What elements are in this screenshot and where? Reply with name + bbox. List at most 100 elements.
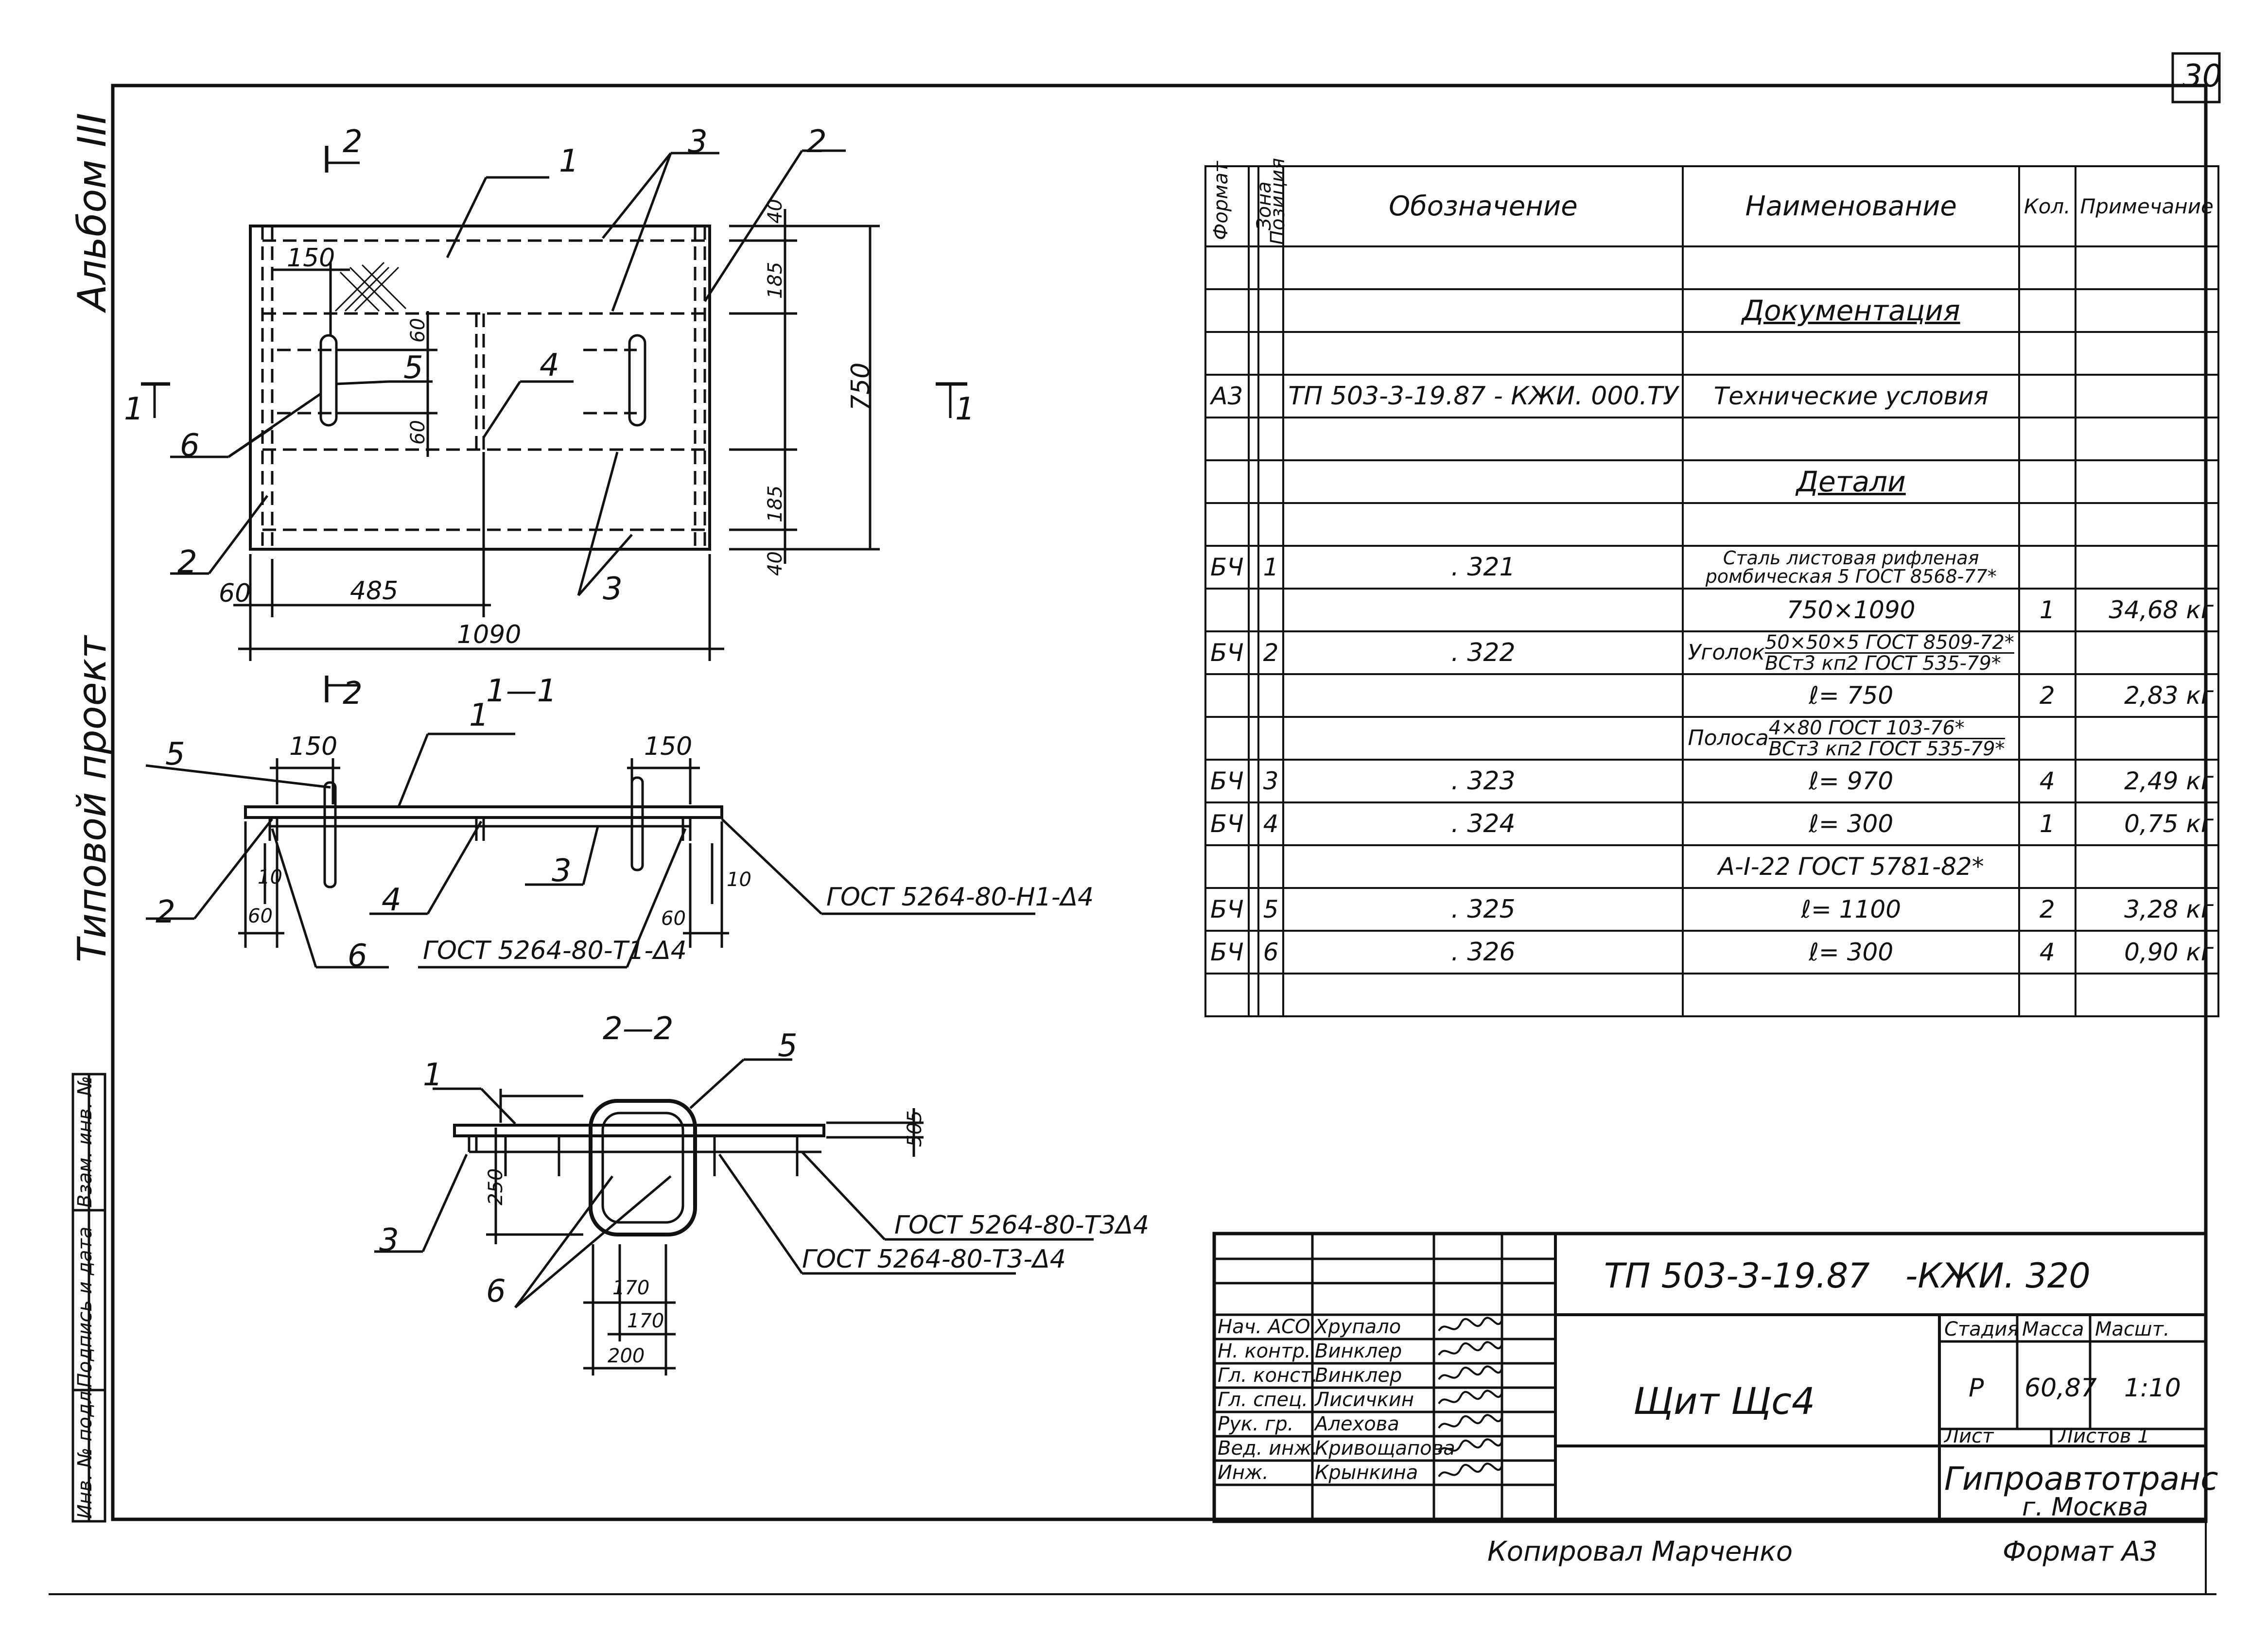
spec-cell-zone — [1247, 844, 1259, 889]
spec-row — [1204, 245, 2219, 290]
signer-role: Рук. гр. — [1218, 1413, 1294, 1435]
signer-role: Вед. инж. — [1218, 1437, 1318, 1460]
spec-cell-qty — [2018, 245, 2076, 290]
typical-project-label: Типовой проект — [70, 636, 115, 962]
plan-position-3-top: 3 — [688, 124, 708, 160]
signature-scribble — [1438, 1317, 1503, 1332]
s22-dim-250: 250 — [485, 1168, 507, 1205]
spec-cell-designation: . 322 — [1282, 630, 1684, 675]
spec-cell-format — [1204, 245, 1250, 290]
spec-cell-zone — [1247, 545, 1259, 590]
spec-cell-name — [1682, 502, 2020, 547]
plan-dim-750: 750 — [846, 362, 875, 411]
section-marker-1-left: 1 — [124, 391, 144, 427]
spec-cell-note: 0,75 кг — [2074, 801, 2219, 846]
spec-cell-qty — [2018, 417, 2076, 461]
scale-value: 1:10 — [2124, 1374, 2181, 1403]
spec-row — [1204, 331, 2219, 376]
spec-cell-name: ℓ= 750 — [1682, 673, 2020, 718]
s22-dim-170-b: 170 — [627, 1310, 664, 1332]
spec-cell-qty — [2018, 716, 2076, 761]
signer-name: Хрупало — [1315, 1316, 1401, 1338]
spec-name-prefix: Уголок — [1688, 640, 1765, 665]
spec-cell-note — [2074, 288, 2219, 333]
spec-cell-name — [1682, 973, 2020, 1017]
signer-role: Гл. конст. — [1218, 1364, 1318, 1387]
plan-position-1: 1 — [559, 143, 579, 179]
s22-dim-170-a: 170 — [612, 1277, 650, 1299]
spec-cell-name: Детали — [1682, 459, 2020, 504]
spec-cell-designation — [1282, 673, 1684, 718]
spec-cell-designation — [1282, 716, 1684, 761]
side-vzam-inv: Взам. инв. № — [74, 1076, 96, 1208]
spec-cell-qty — [2018, 973, 2076, 1017]
spec-cell-format — [1204, 588, 1250, 632]
spec-cell-format — [1204, 331, 1250, 376]
spec-cell-position — [1257, 288, 1285, 333]
spec-cell-note: 2,49 кг — [2074, 759, 2219, 803]
spec-cell-zone — [1247, 288, 1259, 333]
spec-header-designation: Обозначение — [1282, 165, 1684, 247]
plan-position-2-bottom: 2 — [177, 544, 197, 580]
s22-weld-t3-a: ГОСТ 5264-80-Т3Δ4 — [894, 1211, 1150, 1240]
spec-cell-position — [1257, 459, 1285, 504]
spec-cell-position: 3 — [1257, 759, 1285, 803]
spec-cell-note: 0,90 кг — [2074, 930, 2219, 975]
s22-weld-t3-b: ГОСТ 5264-80-Т3-Δ4 — [802, 1245, 1066, 1274]
spec-cell-qty — [2018, 374, 2076, 418]
spec-cell-zone — [1247, 930, 1259, 975]
spec-cell-name: ℓ= 300 — [1682, 930, 2020, 975]
section-2-2-linework — [374, 1058, 1094, 1375]
doc-suffix: -КЖИ. 320 — [1905, 1256, 2091, 1296]
spec-cell-designation: ТП 503-3-19.87 - КЖИ. 000.ТУ — [1282, 374, 1684, 418]
spec-cell-designation: . 326 — [1282, 930, 1684, 975]
spec-cell-zone — [1247, 673, 1259, 718]
plan-dim-60-a: 60 — [407, 318, 429, 343]
spec-cell-qty — [2018, 545, 2076, 590]
signer-role: Н. контр. — [1218, 1340, 1311, 1362]
plan-position-5: 5 — [403, 350, 423, 386]
spec-cell-note — [2074, 973, 2219, 1017]
spec-cell-position — [1257, 245, 1285, 290]
spec-cell-zone — [1247, 759, 1259, 803]
spec-cell-note — [2074, 245, 2219, 290]
plan-position-3-bottom: 3 — [603, 571, 623, 607]
spec-cell-format — [1204, 973, 1250, 1017]
spec-cell-zone — [1247, 588, 1259, 632]
plan-position-6: 6 — [180, 428, 200, 464]
section-marker-2-bottom: 2 — [343, 676, 363, 712]
spec-row — [1204, 417, 2219, 461]
spec-cell-zone — [1247, 245, 1259, 290]
org-name: Гипроавтотранс — [1944, 1460, 2218, 1497]
spec-cell-designation — [1282, 245, 1684, 290]
s11-weld-t1: ГОСТ 5264-80-Т1-Δ4 — [423, 936, 687, 965]
spec-cell-designation — [1282, 459, 1684, 504]
specification-table: Формат Зона Позиция Обозначение Наименов… — [1204, 158, 2219, 1017]
spec-cell-note: 3,28 кг — [2074, 887, 2219, 932]
copied-by: Копировал Марченко — [1487, 1536, 1793, 1567]
spec-cell-format — [1204, 502, 1250, 547]
section-marker-1-right: 1 — [955, 391, 975, 427]
page-number-box — [2171, 52, 2221, 104]
plan-dim-185-top: 185 — [764, 261, 786, 299]
signature-scribble — [1438, 1462, 1503, 1478]
spec-name-numerator: 4×80 ГОСТ 103-76* — [1768, 718, 2005, 739]
mass-value: 60,87 — [2024, 1374, 2097, 1403]
spec-cell-designation — [1282, 973, 1684, 1017]
s11-dim-150-left: 150 — [289, 732, 338, 761]
s22-dim-5: 5 — [904, 1110, 926, 1123]
mass-label: Масса — [2022, 1318, 2084, 1340]
spec-cell-note — [2074, 331, 2219, 376]
spec-cell-qty — [2018, 459, 2076, 504]
s11-position-5: 5 — [165, 736, 185, 772]
section-1-1-linework — [145, 732, 1035, 969]
section-1-1-title: 1—1 — [486, 673, 557, 709]
spec-header-zone: Зона — [1247, 165, 1275, 247]
s22-dim-200: 200 — [608, 1345, 645, 1367]
spec-cell-qty: 2 — [2018, 673, 2076, 718]
